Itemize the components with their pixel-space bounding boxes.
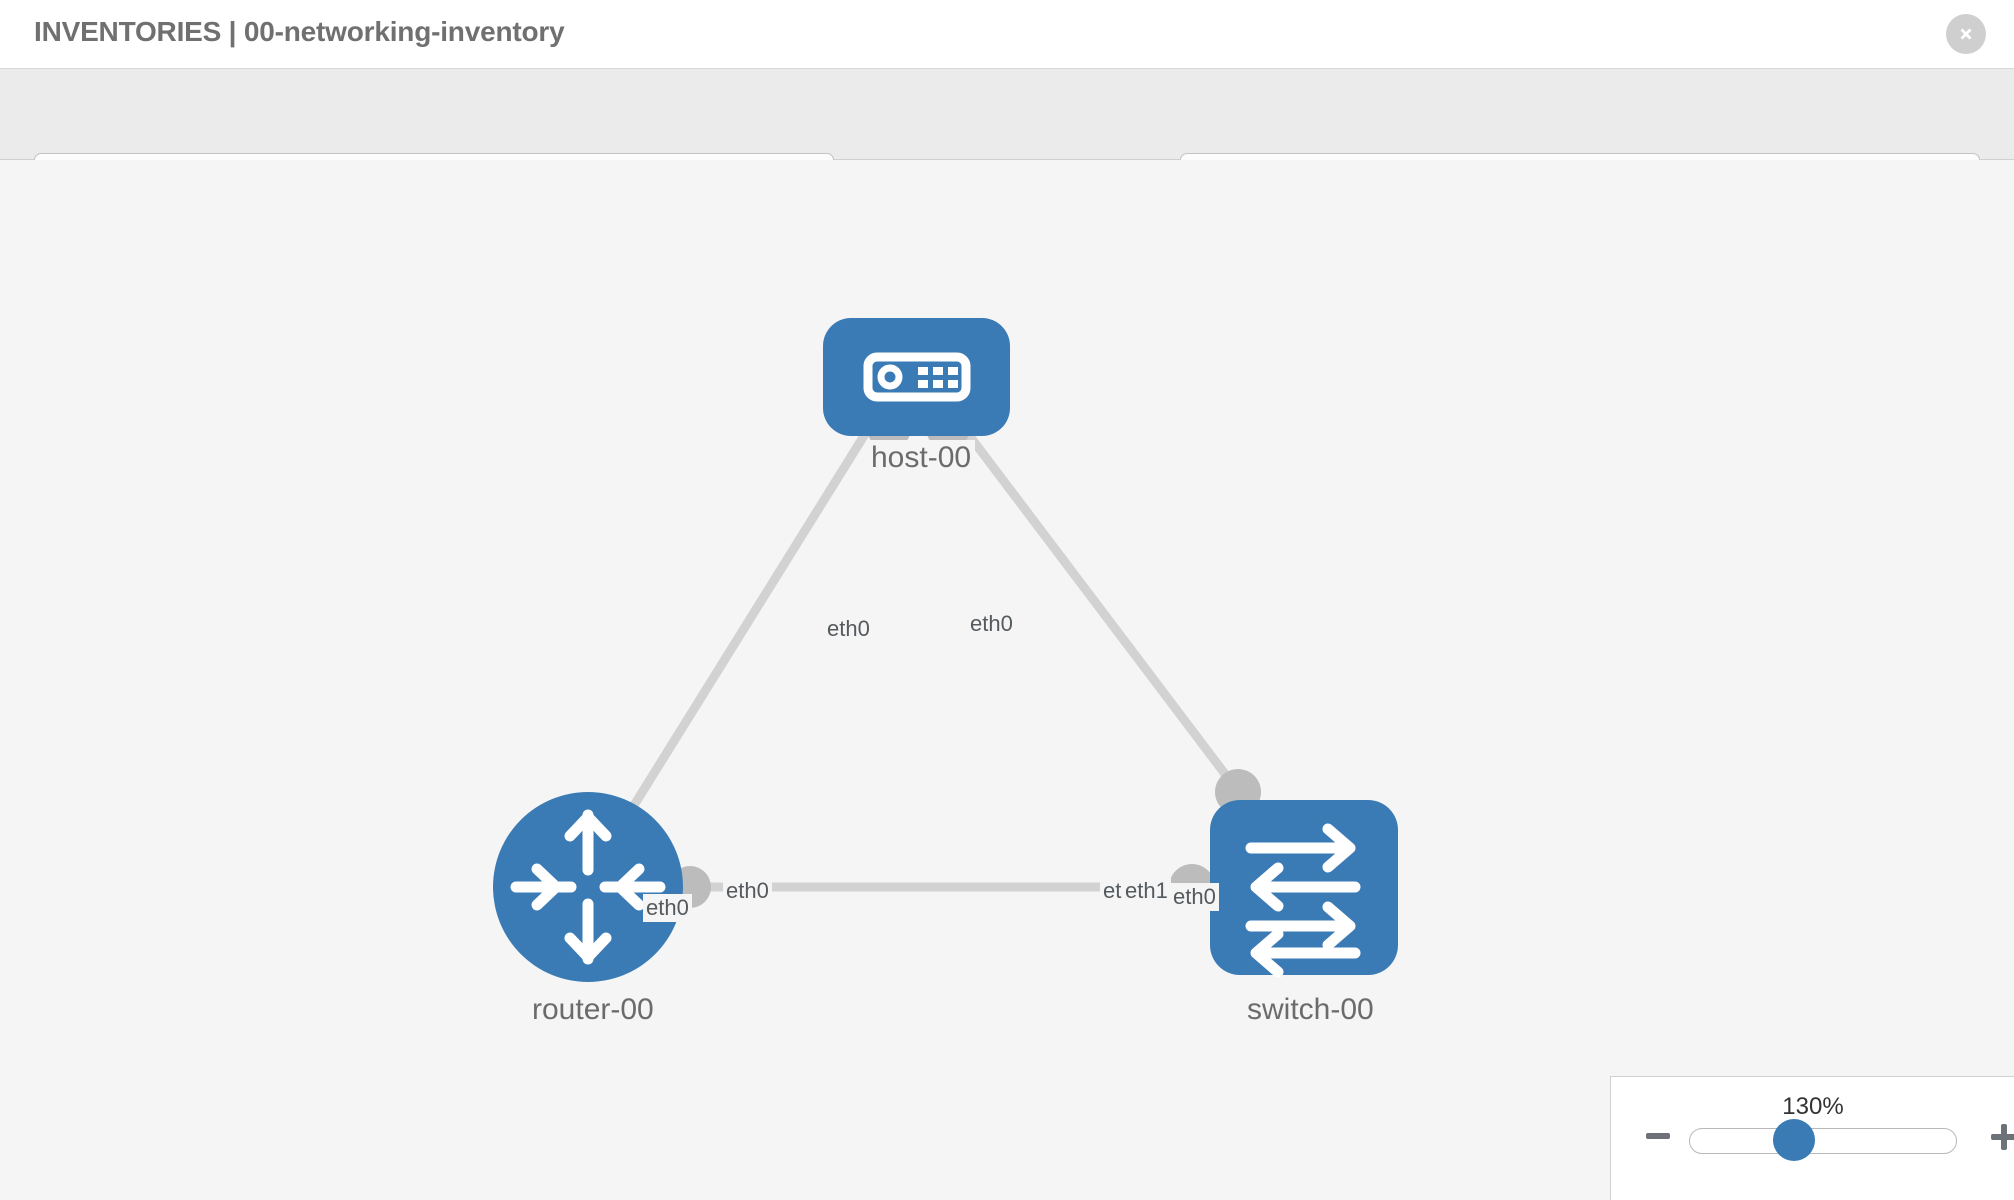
- node-switch-00[interactable]: [1210, 800, 1398, 978]
- toolbar: ACTIONS SEARCH: [0, 69, 2014, 206]
- close-icon: [1960, 28, 1972, 40]
- node-label-host-00: host-00: [867, 440, 976, 476]
- topology-canvas[interactable]: eth0 eth0 eth0 eth0 eth0 eth0 eth1 host-…: [0, 160, 2014, 1200]
- edge-label-host00-eth0-left: eth0: [824, 615, 873, 643]
- zoom-slider-thumb[interactable]: [1773, 1119, 1815, 1161]
- node-router-00[interactable]: [493, 792, 683, 982]
- edge-label-router00-eth0: eth0: [723, 877, 772, 905]
- node-label-switch-00: switch-00: [1243, 992, 1378, 1028]
- edge-label-switch00-eth0-uplink: eth0: [1170, 883, 1219, 911]
- server-icon: [863, 352, 971, 402]
- link-host00-router00[interactable]: [596, 407, 884, 863]
- edge-label-host00-eth0-right: eth0: [967, 610, 1016, 638]
- router-node-shape: [493, 792, 683, 982]
- close-button[interactable]: [1946, 14, 1986, 54]
- edge-label-switch00-eth1: eth1: [1122, 877, 1171, 905]
- edge-label-router00-eth0-uplink: eth0: [643, 894, 692, 922]
- zoom-slider-track[interactable]: [1689, 1128, 1957, 1154]
- zoom-level-value: 130%: [1782, 1093, 1844, 1120]
- minus-icon: [1646, 1133, 1670, 1139]
- window-header: INVENTORIES | 00-networking-inventory: [0, 0, 2014, 69]
- page-title: INVENTORIES | 00-networking-inventory: [34, 16, 565, 47]
- router-arrows-icon: [510, 809, 666, 965]
- host-node-shape: [823, 318, 1010, 436]
- node-host-00[interactable]: [823, 318, 1010, 436]
- topology-graph: [493, 318, 1398, 982]
- plus-icon: [1991, 1124, 2014, 1150]
- zoom-control-panel: 130%: [1610, 1076, 2014, 1200]
- switch-arrows-icon: [1245, 823, 1361, 978]
- node-label-router-00: router-00: [528, 992, 658, 1028]
